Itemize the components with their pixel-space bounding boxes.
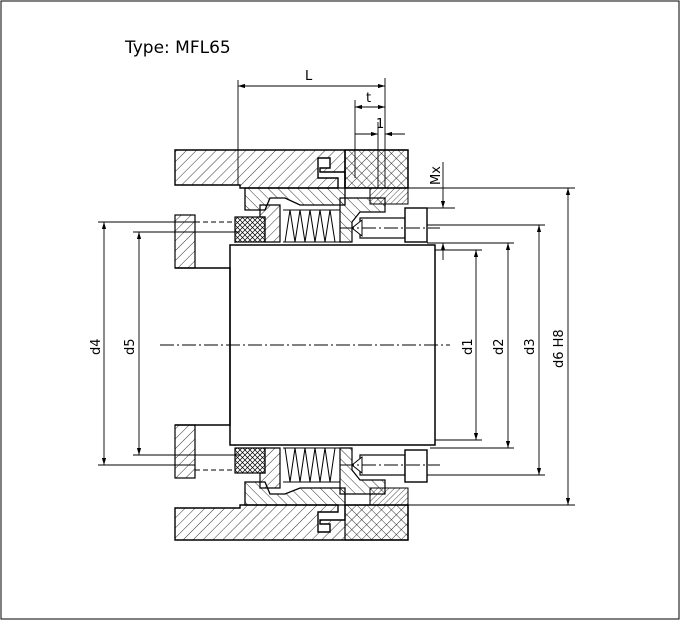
housing-bottom [174,504,409,541]
dim-d5: d5 [123,231,240,456]
dim-d3-label: d3 [523,338,538,355]
dim-d5-label: d5 [123,338,138,355]
dim-d6-label: d6 H8 [552,329,567,368]
dim-d3: d3 [427,224,545,476]
gland-bottom [234,447,409,506]
set-screw-bottom [340,449,440,483]
shaft-sleeve [174,214,436,479]
dim-mx-label: Mx [429,166,444,185]
dim-d1: d1 [435,249,482,441]
dim-d6: d6 H8 [408,187,575,506]
set-screw-top [340,207,440,243]
dim-d4: d4 [89,221,195,466]
dim-1: 1 [355,117,405,188]
dim-d2: d2 [430,242,514,449]
spring-top [284,209,336,243]
gland-top [234,187,409,243]
dim-t-label: t [366,91,371,106]
dim-t: t [354,91,385,178]
spring-bottom [284,447,336,483]
type-title: Type: MFL65 [124,38,231,58]
dim-L-label: L [305,69,313,84]
dim-d1-label: d1 [461,338,476,355]
dim-d2-label: d2 [492,338,507,355]
housing-top [174,149,409,189]
dim-1-label: 1 [376,117,384,132]
dim-d4-label: d4 [89,338,104,355]
